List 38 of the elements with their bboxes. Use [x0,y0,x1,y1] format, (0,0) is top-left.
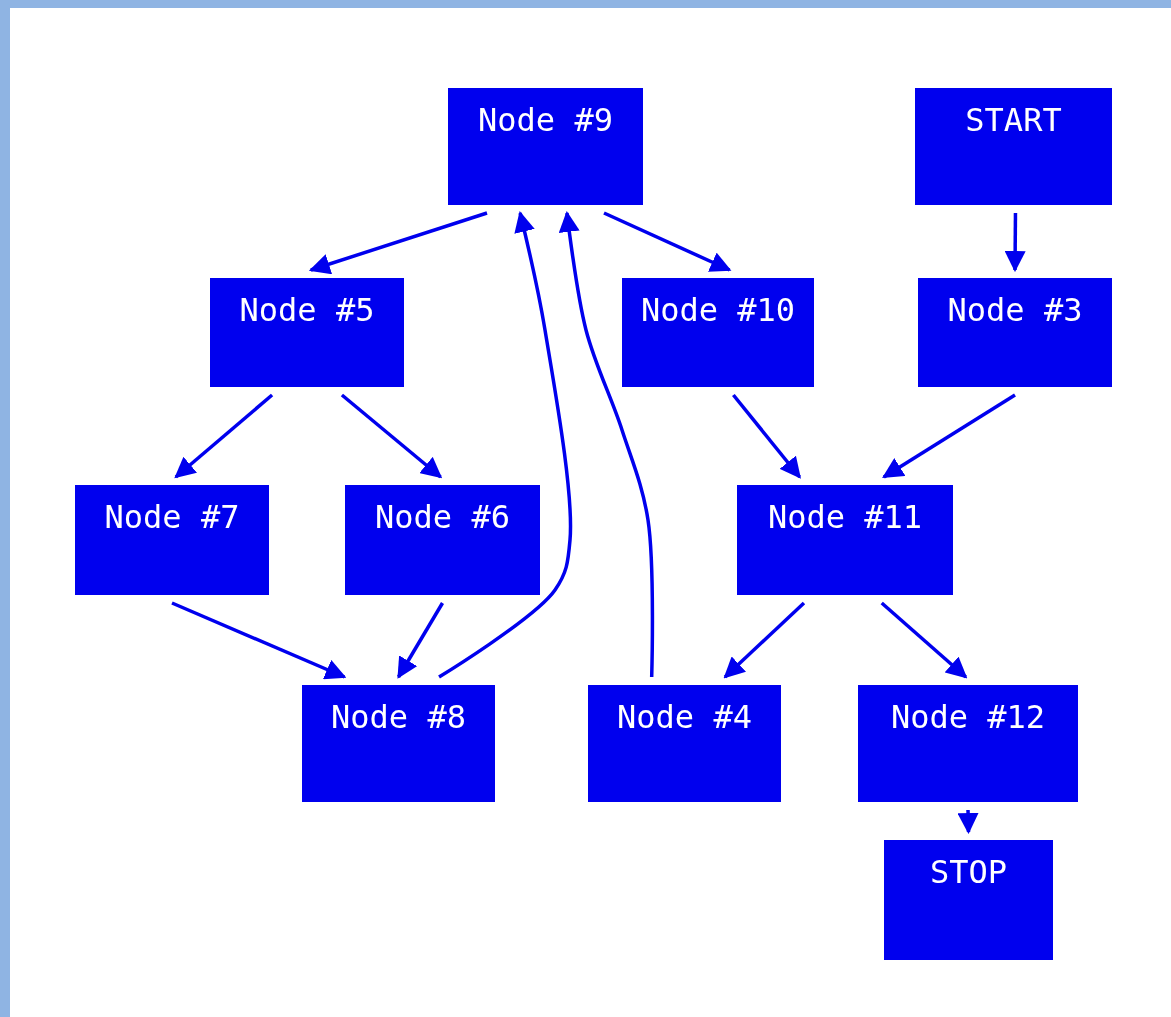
arrow [308,211,488,275]
process-box [588,685,781,802]
process-box [302,685,495,802]
process-box [918,278,1112,387]
process-box [345,485,540,595]
node-label: Node #12 [889,697,1047,737]
process-box [75,485,269,595]
arrow [723,601,806,679]
node-label: Node #10 [639,290,797,330]
process-box [884,840,1053,960]
arrow [340,393,443,479]
node-label: Node #11 [766,497,924,537]
process-box [915,88,1112,205]
arrow [171,601,347,680]
node-label: START [964,100,1063,140]
arrow [957,809,979,835]
node-label: Node #5 [238,290,376,330]
arrow [1004,213,1026,273]
node-label: Node #6 [374,497,511,537]
node-label: Node #3 [946,290,1084,330]
process-box [622,278,814,387]
node-label: Node #4 [616,697,753,737]
arrow [438,210,573,679]
arrow [174,393,274,479]
process-box [858,685,1078,802]
node-label: Node #9 [477,100,614,140]
arrow [882,393,1016,479]
arrow [732,393,801,479]
arrow [880,601,968,679]
process-box [737,485,953,595]
process-box [448,88,643,205]
process-box [210,278,404,387]
node-label: STOP [928,852,1009,892]
node-label: Node #7 [103,497,241,537]
arrow [558,210,655,678]
arrow [397,602,444,679]
arrow [603,211,732,272]
node-label: Node #8 [330,697,467,737]
